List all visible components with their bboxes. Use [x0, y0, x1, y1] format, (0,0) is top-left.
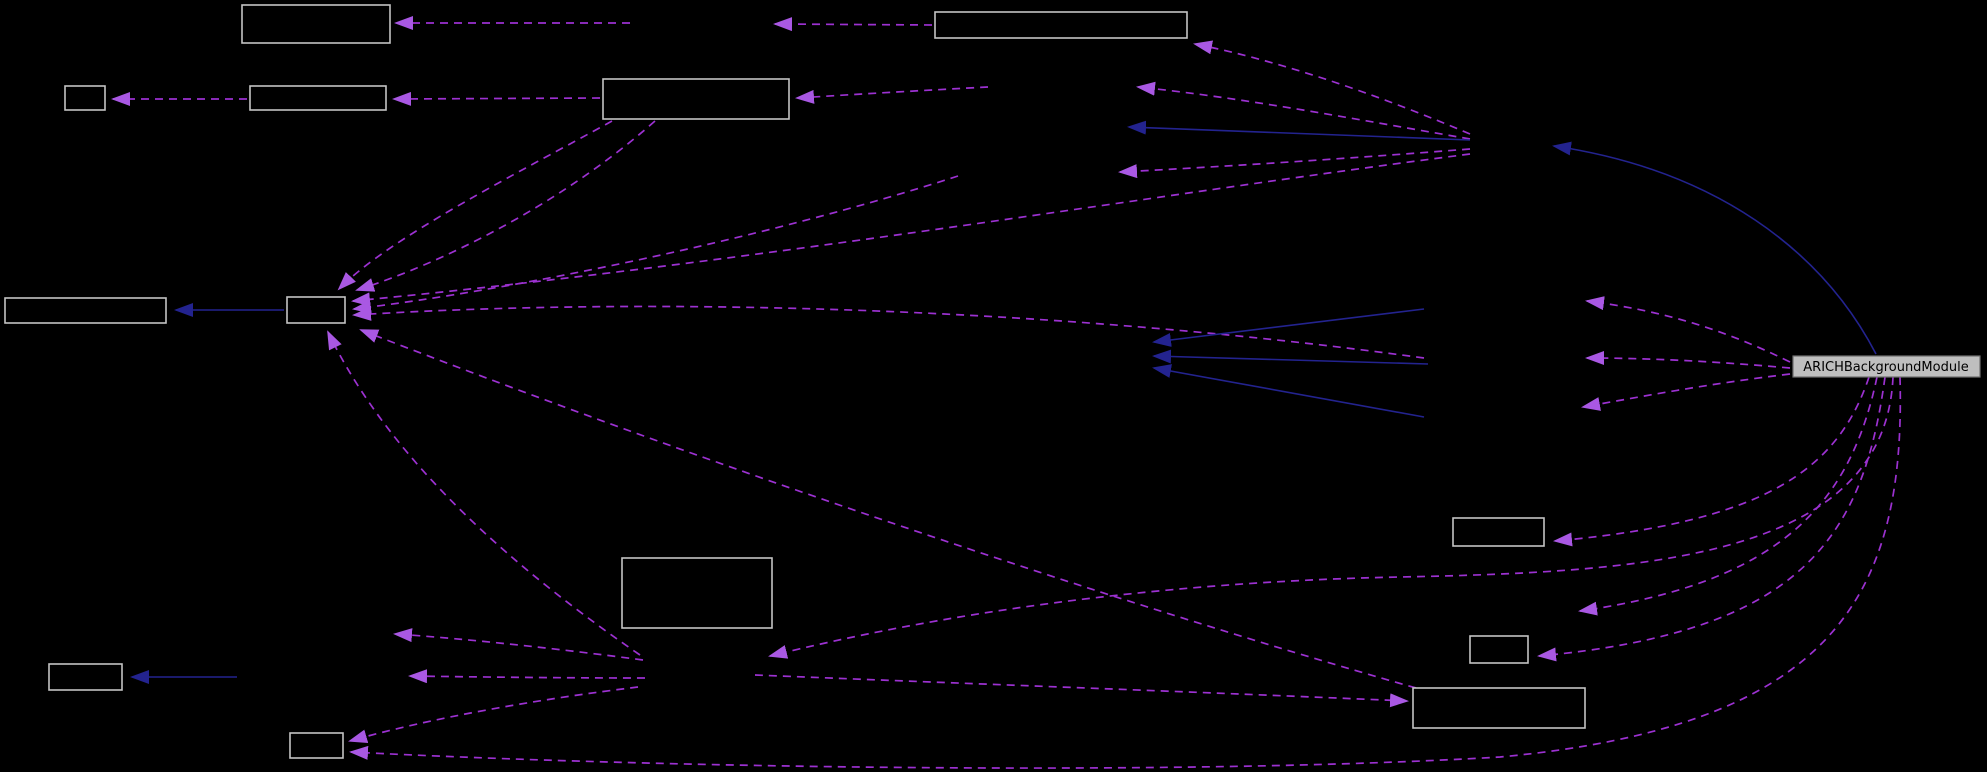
- class-node-right-2[interactable]: [1469, 635, 1529, 664]
- node-arich-background-module[interactable]: ARICHBackgroundModule: [1792, 355, 1981, 378]
- usage-edge: [795, 86, 989, 104]
- usage-edge: [754, 674, 1409, 708]
- class-node-center-bottom[interactable]: [621, 557, 773, 629]
- usage-edge: [352, 305, 1425, 359]
- usage-edge: [348, 686, 639, 744]
- inheritance-edge: [1152, 364, 1425, 418]
- usage-edge: [337, 120, 613, 291]
- usage-edge: [1537, 376, 1886, 662]
- usage-edge: [351, 153, 1471, 307]
- usage-edge: [1193, 40, 1471, 135]
- usage-edge: [1581, 373, 1791, 411]
- usage-edges: [111, 16, 1902, 769]
- class-node-right-1[interactable]: [1452, 517, 1545, 547]
- highlighted-node-label: ARICHBackgroundModule: [1803, 360, 1968, 375]
- class-node-right-3[interactable]: [1412, 687, 1586, 729]
- class-node-top-middle[interactable]: [934, 11, 1188, 39]
- inheritance-edges: [130, 120, 1877, 684]
- class-node-row2-mid[interactable]: [249, 85, 387, 111]
- usage-edge: [392, 91, 601, 106]
- usage-edge: [408, 669, 646, 684]
- usage-edge: [1118, 148, 1471, 179]
- inheritance-edge: [1127, 120, 1471, 141]
- class-node-bottom-small[interactable]: [289, 732, 344, 759]
- usage-edge: [768, 376, 1894, 659]
- class-node-left-wide[interactable]: [4, 297, 167, 324]
- usage-edge: [349, 376, 1902, 769]
- class-nodes: [4, 4, 1586, 759]
- usage-edge: [1578, 376, 1878, 616]
- class-node-bottom-left[interactable]: [48, 663, 123, 691]
- highlighted-node-box[interactable]: [1792, 355, 1981, 378]
- usage-edge: [1585, 351, 1791, 369]
- inheritance-edge: [1552, 141, 1877, 355]
- class-node-row2-small[interactable]: [64, 85, 106, 111]
- usage-edge: [393, 628, 644, 661]
- usage-edge: [327, 330, 641, 656]
- usage-edge: [773, 17, 933, 32]
- usage-edge: [1136, 81, 1471, 140]
- usage-edge: [352, 175, 959, 314]
- inheritance-edge: [1152, 349, 1429, 365]
- class-node-left-hub[interactable]: [286, 296, 346, 324]
- class-node-row2-right[interactable]: [602, 78, 790, 120]
- usage-edge: [355, 120, 656, 292]
- class-node-top-left[interactable]: [241, 4, 391, 44]
- usage-edge: [1585, 296, 1791, 363]
- usage-edge: [1553, 376, 1870, 547]
- usage-edge: [359, 329, 1417, 689]
- inheritance-edge: [1152, 308, 1425, 347]
